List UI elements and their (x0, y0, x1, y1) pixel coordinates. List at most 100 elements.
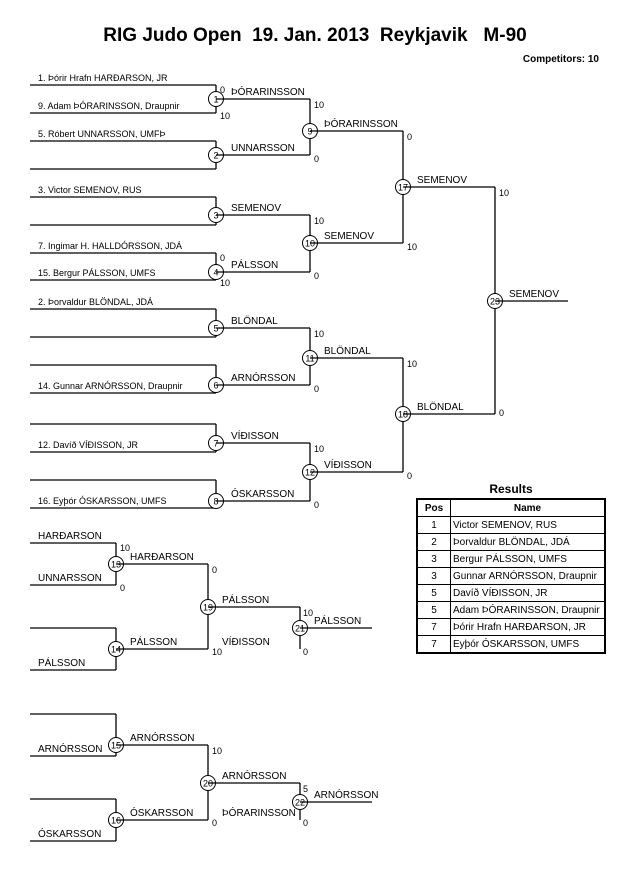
match-score: 0 (314, 271, 319, 281)
match-score: 10 (314, 329, 324, 339)
winner-label: BLÖNDAL (324, 345, 371, 357)
winner-label: ARNÓRSSON (314, 788, 378, 801)
winner-label: SEMENOV (231, 203, 281, 214)
match-score: 10 (212, 746, 222, 756)
page-title: RIG Judo Open 19. Jan. 2013 Reykjavik M-… (103, 25, 527, 46)
result-name: Adam ÞÓRARINSSON, Draupnir (450, 601, 606, 619)
match-score: 0 (212, 818, 217, 828)
result-name: Eyþór ÓSKARSSON, UMFS (450, 635, 606, 654)
opponent-label: VÍÐISSON (222, 635, 270, 648)
winner-label: UNNARSSON (231, 143, 295, 154)
match-score: 0 (212, 565, 217, 575)
result-name: Victor SEMENOV, RUS (450, 516, 606, 534)
match-score: 5 (303, 784, 308, 794)
competitors-count: Competitors: 10 (522, 54, 599, 65)
entrant-label: 15. Bergur PÁLSSON, UMFS (38, 268, 156, 278)
winner-label: VÍÐISSON (324, 458, 372, 471)
match-score: 10 (407, 242, 417, 252)
winner-label: PÁLSSON (222, 593, 269, 606)
result-name: Davíð VÍÐISSON, JR (450, 584, 606, 602)
match-score: 0 (220, 253, 225, 263)
entrant-label: 16. Eyþór ÓSKARSSON, UMFS (38, 496, 167, 506)
entrant-label: ÓSKARSSON (38, 827, 101, 840)
winner-label: ÞÓRARINSSON (324, 117, 398, 130)
match-score: 10 (314, 100, 324, 110)
results-header-row: Pos Name (416, 498, 606, 517)
match-score: 0 (407, 132, 412, 142)
match-score: 10 (120, 543, 130, 553)
match-score: 10 (499, 188, 509, 198)
results-header-pos: Pos (416, 498, 451, 517)
result-name: Þórir Hrafn HARÐARSON, JR (450, 618, 606, 636)
opponent-label: ÞÓRARINSSON (222, 806, 296, 819)
result-pos: 3 (416, 567, 451, 585)
winner-label: ÓSKARSSON (130, 806, 193, 819)
entrant-label: 9. Adam ÞÓRARINSSON, Draupnir (38, 101, 180, 111)
match-score: 0 (314, 384, 319, 394)
match-score: 10 (220, 278, 230, 288)
result-name: Þorvaldur BLÖNDAL, JDÁ (450, 533, 606, 551)
entrant-label: 3. Victor SEMENOV, RUS (38, 185, 142, 195)
result-pos: 2 (416, 533, 451, 551)
winner-label: PÁLSSON (130, 635, 177, 648)
winner-label: VÍÐISSON (231, 429, 279, 442)
winner-label: ÓSKARSSON (231, 487, 294, 500)
winner-label: HARÐARSON (130, 552, 194, 563)
result-pos: 7 (416, 618, 451, 636)
entrant-label: 12. Davíð VÍÐISSON, JR (38, 440, 139, 450)
entrant-label: 7. Ingimar H. HALLDÓRSSON, JDÁ (38, 241, 182, 251)
result-pos: 3 (416, 550, 451, 568)
winner-label: SEMENOV (509, 289, 559, 300)
match-score: 10 (303, 608, 313, 618)
winner-label: PÁLSSON (314, 614, 361, 627)
entrant-label: 1. Þórir Hrafn HARÐARSON, JR (38, 73, 168, 83)
winner-label: ARNÓRSSON (231, 371, 295, 384)
match-score: 10 (220, 111, 230, 121)
winner-label: SEMENOV (324, 231, 374, 242)
result-name: Gunnar ARNÓRSSON, Draupnir (450, 567, 606, 585)
match-score: 0 (499, 408, 504, 418)
winner-label: ÞÓRARINSSON (231, 85, 305, 98)
result-pos: 1 (416, 516, 451, 534)
match-score: 0 (407, 471, 412, 481)
entrant-label: ARNÓRSSON (38, 742, 102, 755)
entrant-label: 14. Gunnar ARNÓRSSON, Draupnir (38, 381, 183, 391)
result-pos: 7 (416, 635, 451, 654)
entrant-label: PÁLSSON (38, 656, 85, 669)
result-pos: 5 (416, 601, 451, 619)
match-score: 10 (314, 444, 324, 454)
winner-label: ARNÓRSSON (130, 731, 194, 744)
entrant-label: 5. Róbert UNNARSSON, UMFÞ (38, 129, 166, 139)
entrant-label: 2. Þorvaldur BLÖNDAL, JDÁ (38, 297, 153, 307)
winner-label: PÁLSSON (231, 258, 278, 271)
match-score: 10 (212, 647, 222, 657)
result-pos: 5 (416, 584, 451, 602)
match-score: 10 (314, 216, 324, 226)
match-score: 0 (314, 500, 319, 510)
match-score: 0 (120, 583, 125, 593)
entrant-label: HARÐARSON (38, 531, 102, 542)
match-score: 0 (314, 154, 319, 164)
results-title: Results (489, 482, 533, 496)
winner-label: SEMENOV (417, 175, 467, 186)
match-score: 0 (220, 85, 225, 95)
match-score: 0 (303, 818, 308, 828)
result-name: Bergur PÁLSSON, UMFS (450, 550, 606, 568)
winner-label: ARNÓRSSON (222, 769, 286, 782)
results-header-name: Name (450, 498, 606, 517)
entrant-label: UNNARSSON (38, 573, 102, 584)
winner-label: BLÖNDAL (417, 401, 464, 413)
match-score: 0 (303, 647, 308, 657)
match-score: 10 (407, 359, 417, 369)
winner-label: BLÖNDAL (231, 315, 278, 327)
